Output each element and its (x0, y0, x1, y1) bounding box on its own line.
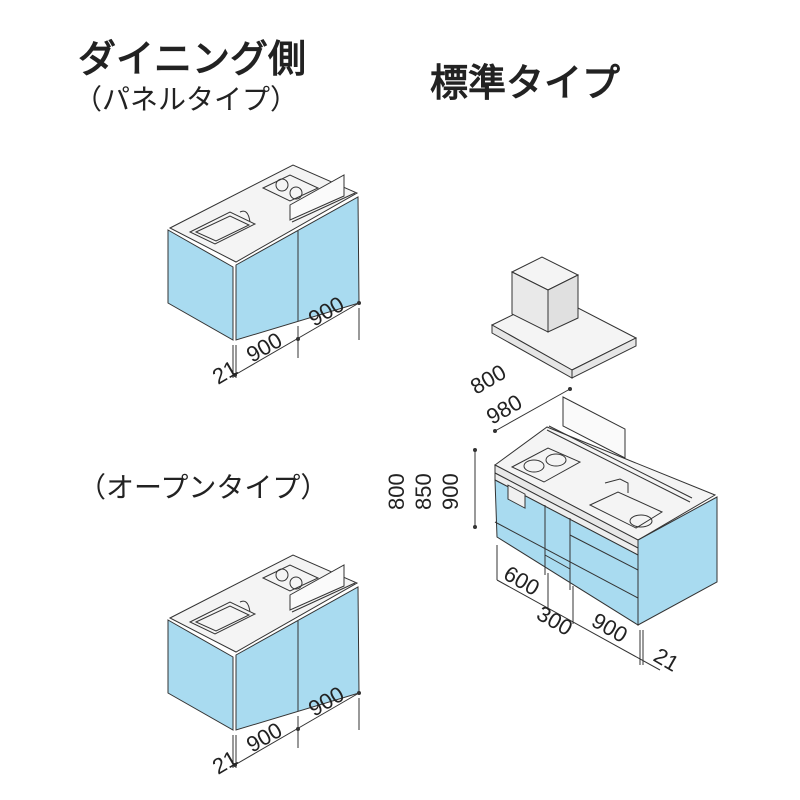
panel-type-cabinet: 21 900 900 (167, 164, 362, 389)
open-type-label: （オープンタイプ） (78, 471, 329, 504)
dim-side: 21 (650, 643, 684, 677)
dining-side-title: ダイニング側 (78, 37, 307, 81)
dim-side: 21 (208, 745, 242, 779)
dim-height-1: 800 (384, 473, 409, 510)
panel-type-label: （パネルタイプ） (74, 83, 299, 116)
dim-width-1: 600 (500, 561, 544, 601)
open-type-cabinet: 21 900 900 (167, 554, 362, 779)
range-hood (490, 256, 638, 379)
dim-height-3: 900 (438, 473, 463, 510)
dim-side: 21 (208, 355, 242, 389)
dim-depth: 800 (466, 359, 510, 399)
dim-depth-alt: 980 (482, 389, 526, 429)
dim-width-2: 300 (533, 601, 577, 641)
dim-height-2: 850 (411, 473, 436, 510)
standard-type-cabinet: 800 980 800 850 900 600 300 900 21 (384, 256, 718, 677)
standard-type-title: 標準タイプ (430, 61, 621, 105)
